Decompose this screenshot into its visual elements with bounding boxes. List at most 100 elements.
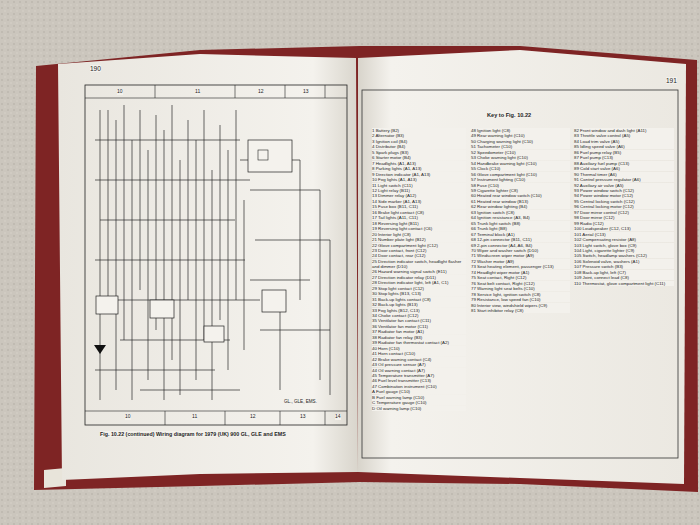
key-entry: 13 Dimmer relay (A12) <box>372 193 466 198</box>
key-entry: 53 Choke warning light (C10) <box>471 155 570 160</box>
key-entry: D Oil warning lamp (C10) <box>372 406 466 411</box>
grid-number: 14 <box>335 414 341 420</box>
key-entry: 75 Seat contact, Right (C12) <box>471 275 570 280</box>
key-entry: 56 Glove compartment light (C10) <box>471 172 570 177</box>
key-entry: 21 Number plate light (B12) <box>372 237 466 242</box>
key-entry: 23 Door contact, front (C12) <box>372 248 466 253</box>
key-entry: 54 Handbrake warning light (C10) <box>471 161 570 166</box>
page-number: 190 <box>90 65 101 72</box>
key-entry: 64 Ignition resistance (A3, B4) <box>471 215 570 220</box>
key-entry: 74 Headlight wiper motor (A1) <box>471 270 570 275</box>
key-entry: 73 Seat heating element, passenger (C13) <box>471 264 570 269</box>
key-entry: 19 Reversing light contact (C6) <box>372 226 466 231</box>
key-entry: 51 Tachometer (C10) <box>471 144 570 149</box>
key-entry: 55 Clock (C10) <box>471 166 570 171</box>
grid-number: 11 <box>195 89 200 95</box>
key-heading: Key to Fig. 10.22 <box>487 112 531 118</box>
key-entry: 2 Alternator (B3) <box>372 133 466 138</box>
key-entry: 94 Power window motor (C12) <box>574 193 674 198</box>
key-entry: 43 Oil pressure sensor (A7) <box>372 362 466 367</box>
key-entry: 109 Joint, connect lead (C8) <box>574 275 674 280</box>
key-entry: 66 Trunk light (B8) <box>471 226 570 231</box>
key-entry: 18 Reversing light (B11) <box>372 221 466 226</box>
key-entry: 36 Ventilator fan motor (C11) <box>372 324 466 329</box>
key-entry: 93 Power window switch (C12) <box>574 188 674 193</box>
key-entry: 35 Ventilator fan contact (C11) <box>372 318 466 323</box>
key-entry: 95 Central locking switch (C12) <box>574 199 674 204</box>
key-entry: 86 Fuel pump relay (B5) <box>574 150 674 155</box>
key-entry: 44 Oil warning contact (A7) <box>372 368 466 373</box>
key-entry: 83 Throttle valve control (A5) <box>574 133 674 138</box>
key-entry: 77 Warning light seat belts (C10) <box>471 286 570 291</box>
key-entry: 85 Idling speed valve (A6) <box>574 144 674 149</box>
key-entry: 25 Direction indicator switch, headlight… <box>372 259 466 269</box>
key-entry: C Temperature gauge (C10) <box>372 400 466 405</box>
key-entry: 78 Service light, ignition switch (C8) <box>471 292 570 297</box>
key-entry: 104 Light, cigarette lighter (C9) <box>574 248 674 253</box>
grid-number: 12 <box>250 414 256 420</box>
component-box <box>150 300 174 318</box>
key-entry: 49 Rear warning light (C10) <box>471 133 570 138</box>
key-entry: 15 Fuse box (B11, C11) <box>372 204 466 209</box>
key-entry: 103 Light switch, glove box (C9) <box>574 243 674 248</box>
diagram-frame <box>85 85 347 425</box>
key-entry: 100 Loudspeaker (C12, C13) <box>574 226 674 231</box>
key-entry: 41 Horn contact (C10) <box>372 351 466 356</box>
grid-number: 10 <box>125 414 131 420</box>
key-entry: 107 Pressure switch (B3) <box>574 264 674 269</box>
key-entry: 20 Interior light (C8) <box>372 232 466 237</box>
key-entry: 39 Radiator fan thermostat contact (A2) <box>372 340 466 345</box>
key-entry: B Fuel warning lamp (C10) <box>372 395 466 400</box>
left-page <box>58 54 358 480</box>
key-entry: 58 Fuse (C10) <box>471 183 570 188</box>
key-entry: 79 Resistance, low speed fan (C10) <box>471 297 570 302</box>
relay-symbol <box>258 150 268 160</box>
key-entry: 42 Brake warning contact (C4) <box>372 357 466 362</box>
key-entry: 65 Trunk light switch (B8) <box>471 221 570 226</box>
key-entry: 92 Auxiliary air valve (A5) <box>574 183 674 188</box>
key-entry: 27 Direction indicator relay (D11) <box>372 275 466 280</box>
key-entry: 22 Glove compartment light (C12) <box>372 243 466 248</box>
key-entry: 89 Cold start valve (A6) <box>574 166 674 171</box>
grid-number: 11 <box>192 414 197 420</box>
key-entry: 71 Windscreen wiper motor (A9) <box>471 253 570 258</box>
key-entry: 45 Temperature transmitter (A7) <box>372 373 466 378</box>
variant-label: GL., GLE, EMS. <box>284 399 317 404</box>
key-entry: 99 Radio (C12) <box>574 221 674 226</box>
book-cover <box>34 46 698 492</box>
component-box <box>96 296 118 314</box>
key-entry: 34 Choke contact (C12) <box>372 313 466 318</box>
key-entry: 110 Thermostat, glove compartment light … <box>574 281 674 286</box>
key-entry: 12 Light relay (B11) <box>372 188 466 193</box>
key-entry: 108 Back-up light, left (C7) <box>574 270 674 275</box>
key-entry: 40 Horn (C10) <box>372 346 466 351</box>
key-entry: 17 Tail lights (A11, C11) <box>372 215 466 220</box>
key-entry: 52 Speedometer (C10) <box>471 150 570 155</box>
key-entry: 37 Radiator fan motor (A1) <box>372 329 466 334</box>
key-entry: 6 Starter motor (B4) <box>372 155 466 160</box>
key-entry: 46 Fuel level transmitter (C13) <box>372 378 466 383</box>
key-entry: 47 Combination instrument (C10) <box>372 384 466 389</box>
key-entry: 98 Door mirror (C12) <box>574 215 674 220</box>
wiring <box>95 105 330 400</box>
key-entry: 9 Direction indicator (A1, A13) <box>372 172 466 177</box>
key-entry: 8 Parking lights (A1, A13) <box>372 166 466 171</box>
key-entry: 7 Headlights (A1, A13) <box>372 161 466 166</box>
key-entry: 82 Front window and dash light (A11) <box>574 128 674 133</box>
key-entry: 105 Switch, headlamp washers (C12) <box>574 253 674 258</box>
key-entry: 61 Heated rear window (B13) <box>471 199 570 204</box>
key-entry: 26 Hazard warning signal switch (E11) <box>372 269 466 274</box>
key-entry: 69 2-pin connector (A4, A6, B4) <box>471 243 570 248</box>
key-entry: 59 Cigarette lighter (C8) <box>471 188 570 193</box>
key-entry: 96 Central locking motor (C12) <box>574 204 674 209</box>
key-entry: 24 Door contact, rear (C12) <box>372 253 466 258</box>
diode-symbol <box>94 345 106 354</box>
key-entry: 48 Ignition light (C8) <box>471 128 570 133</box>
key-entry: 67 Terminal block (A1) <box>471 232 570 237</box>
key-entry: 5 Spark plugs (B3) <box>372 150 466 155</box>
figure-caption: Fig. 10.22 (continued) Wiring diagram fo… <box>100 431 286 437</box>
key-entry: 3 Ignition coil (B4) <box>372 139 466 144</box>
key-entry: 102 Compensating resistor (A8) <box>574 237 674 242</box>
grid-number: 13 <box>300 414 306 420</box>
